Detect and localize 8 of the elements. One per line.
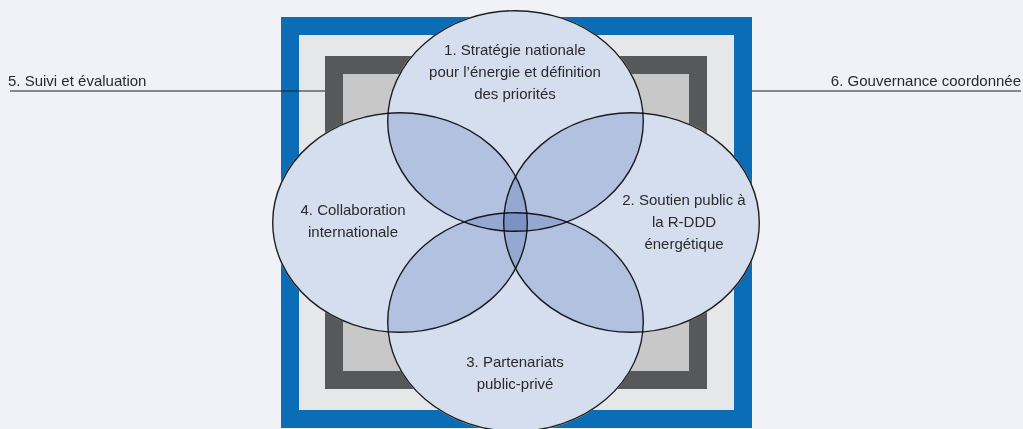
circle-label: 2. Soutien public à la R-DDD énergétique — [621, 190, 747, 254]
leader-line — [751, 90, 1022, 92]
circle-label: 1. Stratégie nationale pour l’énergie et définition des priorités — [429, 40, 601, 104]
circle-label: 3. Partenariats public-privé — [465, 352, 565, 394]
outer-label: 6. Gouvernance coordonnée — [829, 71, 1021, 91]
leader-line — [9, 90, 326, 92]
circle-label: 4. Collaboration internationale — [299, 200, 407, 242]
outer-label: 5. Suivi et évaluation — [8, 71, 148, 91]
